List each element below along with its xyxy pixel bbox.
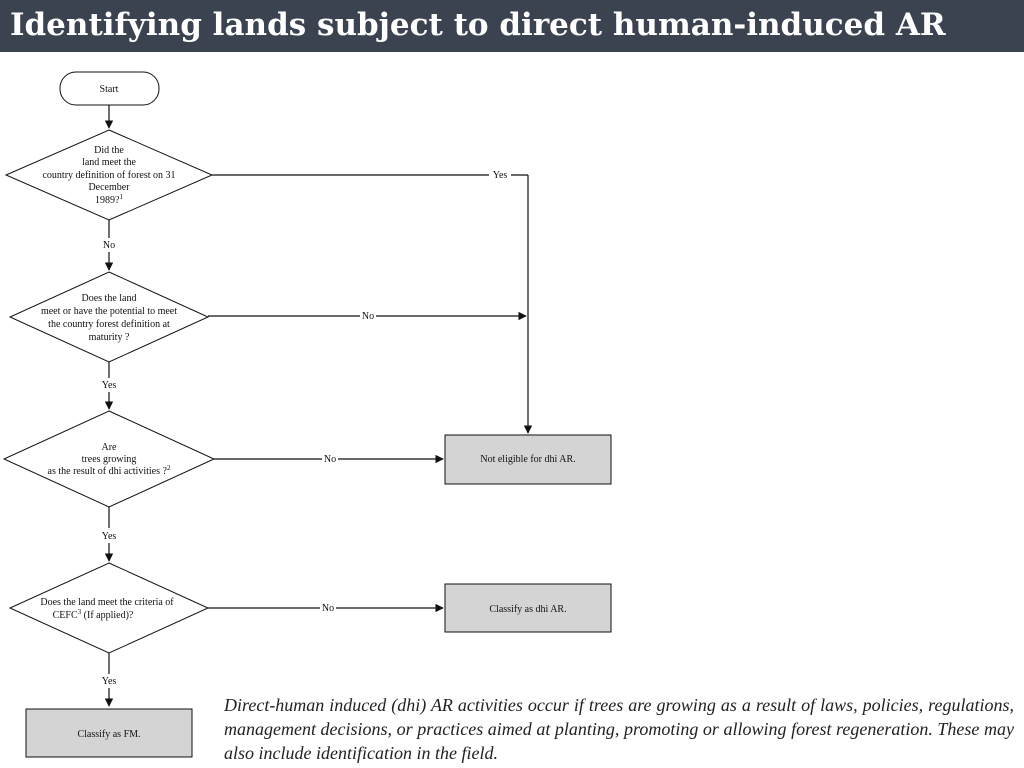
edge-q3-yes-label: Yes xyxy=(102,531,117,542)
box-not-eligible xyxy=(444,434,612,485)
q1-line-4: December xyxy=(88,182,130,193)
q1-line-3: country definition of forest on 31 xyxy=(42,170,175,181)
q4-line-2: CEFC3 (If applied)? xyxy=(53,608,134,621)
q2-line-2: meet or have the potential to meet xyxy=(41,306,177,317)
decision-cefc-criteria xyxy=(8,562,210,654)
q3-line-1: Are xyxy=(102,442,118,453)
edge-q2-no-label: No xyxy=(362,311,374,322)
q2-line-1: Does the land xyxy=(82,293,137,304)
q2-line-3: the country forest definition at xyxy=(48,319,170,330)
q3-line-3: as the result of dhi activities ?2 xyxy=(48,464,171,477)
q1-footnote: 1 xyxy=(119,193,123,201)
q4-line-1: Does the land meet the criteria of xyxy=(40,597,174,608)
edge-q2-yes-label: Yes xyxy=(102,380,117,391)
flowchart: Start Did the land meet the country defi… xyxy=(2,71,612,758)
box-not-eligible-label: Not eligible for dhi AR. xyxy=(480,454,575,465)
q1-line-5: 1989?1 xyxy=(95,193,123,206)
slide-title: Identifying lands subject to direct huma… xyxy=(10,7,946,43)
box-classify-dhi-ar-label: Classify as dhi AR. xyxy=(489,604,566,615)
box-classify-fm xyxy=(25,708,193,758)
q4-cefc: CEFC xyxy=(53,610,78,621)
q1-last: 1989? xyxy=(95,195,120,206)
box-classify-dhi-ar xyxy=(444,583,612,633)
q4-footnote: 3 xyxy=(78,608,82,616)
definition-note: Direct-human induced (dhi) AR activities… xyxy=(224,695,1014,763)
start-label: Start xyxy=(100,84,119,95)
q3-line-2: trees growing xyxy=(82,454,137,465)
q1-line-2: land meet the xyxy=(82,157,136,168)
q4-applied: (If applied)? xyxy=(81,610,134,621)
edge-q4-yes-label: Yes xyxy=(102,676,117,687)
edge-q4-no-label: No xyxy=(322,603,334,614)
q2-line-4: maturity ? xyxy=(89,332,130,343)
q1-line-1: Did the xyxy=(94,145,124,156)
box-classify-fm-label: Classify as FM. xyxy=(77,729,140,740)
decision-forest-potential xyxy=(8,271,210,363)
edge-q1-no-label: No xyxy=(103,240,115,251)
q3-footnote: 2 xyxy=(167,464,171,472)
title-bar: Identifying lands subject to direct huma… xyxy=(0,0,1024,52)
edge-q3-no-label: No xyxy=(324,454,336,465)
q3-last: as the result of dhi activities ? xyxy=(48,466,168,477)
edge-q1-yes-label: Yes xyxy=(493,170,508,181)
